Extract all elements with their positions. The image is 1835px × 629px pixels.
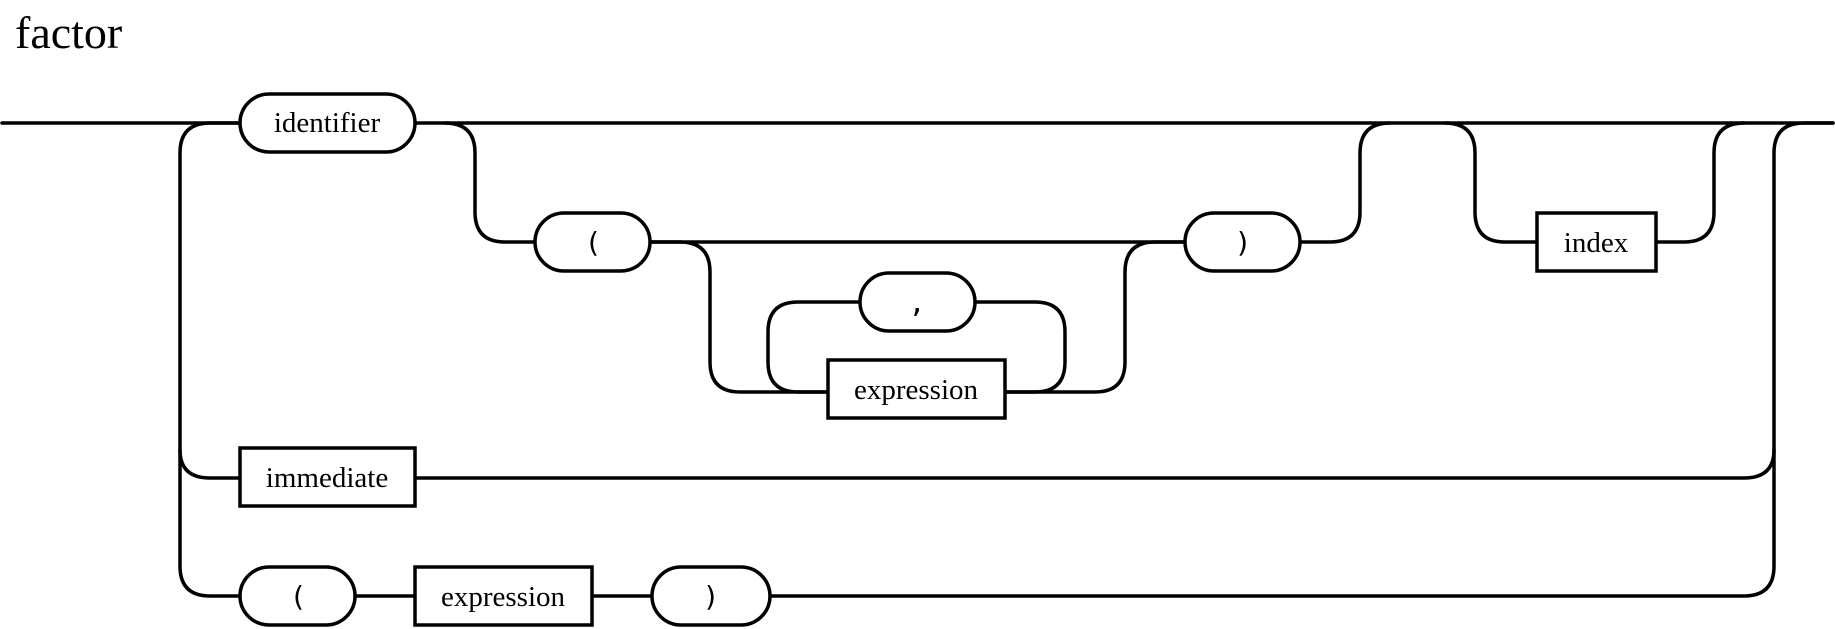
expression-arg-nonterminal — [826, 358, 1007, 420]
rparen-call-label: ) — [1235, 226, 1252, 259]
identifier-terminal — [238, 92, 417, 154]
rparen-group-label: ) — [703, 580, 720, 613]
node-rparen-group: ) — [650, 565, 772, 627]
immediate-label: immediate — [266, 462, 388, 494]
diagram-title: factor — [15, 7, 123, 58]
call-args-up — [1003, 240, 1187, 394]
index-label: index — [1564, 227, 1629, 259]
right-branch-trunk — [768, 121, 1835, 598]
index-nonterminal — [1535, 211, 1658, 273]
node-expression-group: expression — [413, 565, 594, 627]
comma-loop — [766, 300, 1067, 394]
expression-group-label: expression — [441, 581, 566, 613]
node-comma: , — [858, 271, 977, 333]
index-branch — [1443, 121, 1746, 244]
call-branch-out — [443, 121, 537, 244]
identifier-label: identifier — [274, 107, 381, 139]
right-branch-immediate — [413, 448, 1776, 480]
node-rparen-call: ) — [1183, 211, 1302, 273]
node-lparen-group: ( — [238, 565, 357, 627]
expression-group-nonterminal — [413, 565, 594, 627]
node-identifier: identifier — [238, 92, 417, 154]
left-branch-immediate — [178, 448, 242, 480]
node-immediate: immediate — [238, 446, 417, 508]
lparen-call-label: ( — [585, 226, 602, 259]
call-branch-in — [1298, 121, 1392, 244]
node-lparen-call: ( — [533, 211, 652, 273]
expression-arg-label: expression — [854, 374, 979, 406]
immediate-nonterminal — [238, 446, 417, 508]
comma-terminal — [858, 271, 977, 333]
node-index: index — [1535, 211, 1658, 273]
node-expression-arg: expression — [826, 358, 1007, 420]
comma-label: , — [909, 286, 926, 319]
lparen-call-terminal — [533, 211, 652, 273]
call-args-down — [648, 240, 830, 394]
lparen-group-label: ( — [290, 580, 307, 613]
rparen-group-terminal — [650, 565, 772, 627]
rparen-call-terminal — [1183, 211, 1302, 273]
lparen-group-terminal — [238, 565, 357, 627]
left-branch-trunk — [178, 121, 242, 598]
